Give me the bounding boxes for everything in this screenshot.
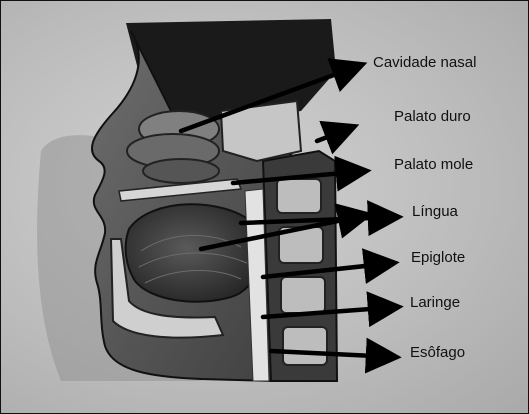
label-esofago: Esôfago	[410, 344, 465, 361]
label-lingua: Língua	[412, 203, 458, 220]
label-palato-duro: Palato duro	[394, 108, 471, 125]
label-laringe: Laringe	[410, 294, 460, 311]
arrow-palato-duro	[317, 127, 353, 141]
label-cavidade-nasal: Cavidade nasal	[373, 54, 476, 71]
label-palato-mole: Palato mole	[394, 156, 473, 173]
label-epiglote: Epiglote	[411, 249, 465, 266]
